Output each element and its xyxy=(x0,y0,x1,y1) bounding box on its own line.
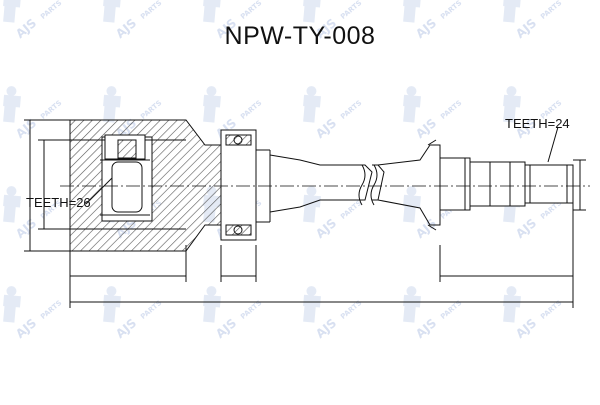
svg-text:AJS: AJS xyxy=(413,116,439,141)
svg-text:PARTS: PARTS xyxy=(239,99,263,121)
svg-text:AJS: AJS xyxy=(213,316,239,341)
svg-text:PARTS: PARTS xyxy=(239,0,263,21)
part-number-title: NPW-TY-008 xyxy=(224,22,376,50)
svg-text:AJS: AJS xyxy=(313,316,339,341)
svg-text:AJS: AJS xyxy=(113,316,139,341)
svg-text:PARTS: PARTS xyxy=(339,199,363,221)
svg-text:AJS: AJS xyxy=(13,316,39,341)
svg-text:AJS: AJS xyxy=(313,216,339,241)
svg-text:PARTS: PARTS xyxy=(439,0,463,21)
shaft-outline xyxy=(24,119,590,308)
teeth-right-label: TEETH=24 xyxy=(505,116,570,131)
svg-text:PARTS: PARTS xyxy=(339,0,363,21)
svg-text:AJS: AJS xyxy=(413,316,439,341)
svg-text:AJS: AJS xyxy=(513,216,539,241)
svg-text:AJS: AJS xyxy=(513,316,539,341)
teeth-left-label: TEETH=26 xyxy=(26,195,91,210)
svg-text:AJS: AJS xyxy=(313,116,339,141)
svg-text:PARTS: PARTS xyxy=(39,0,63,21)
svg-text:PARTS: PARTS xyxy=(39,299,63,321)
svg-text:PARTS: PARTS xyxy=(439,99,463,121)
svg-text:PARTS: PARTS xyxy=(39,99,63,121)
svg-text:PARTS: PARTS xyxy=(339,99,363,121)
svg-text:AJS: AJS xyxy=(413,216,439,241)
svg-text:PARTS: PARTS xyxy=(539,0,563,21)
svg-text:PARTS: PARTS xyxy=(139,99,163,121)
svg-text:PARTS: PARTS xyxy=(139,0,163,21)
svg-text:AJS: AJS xyxy=(13,216,39,241)
